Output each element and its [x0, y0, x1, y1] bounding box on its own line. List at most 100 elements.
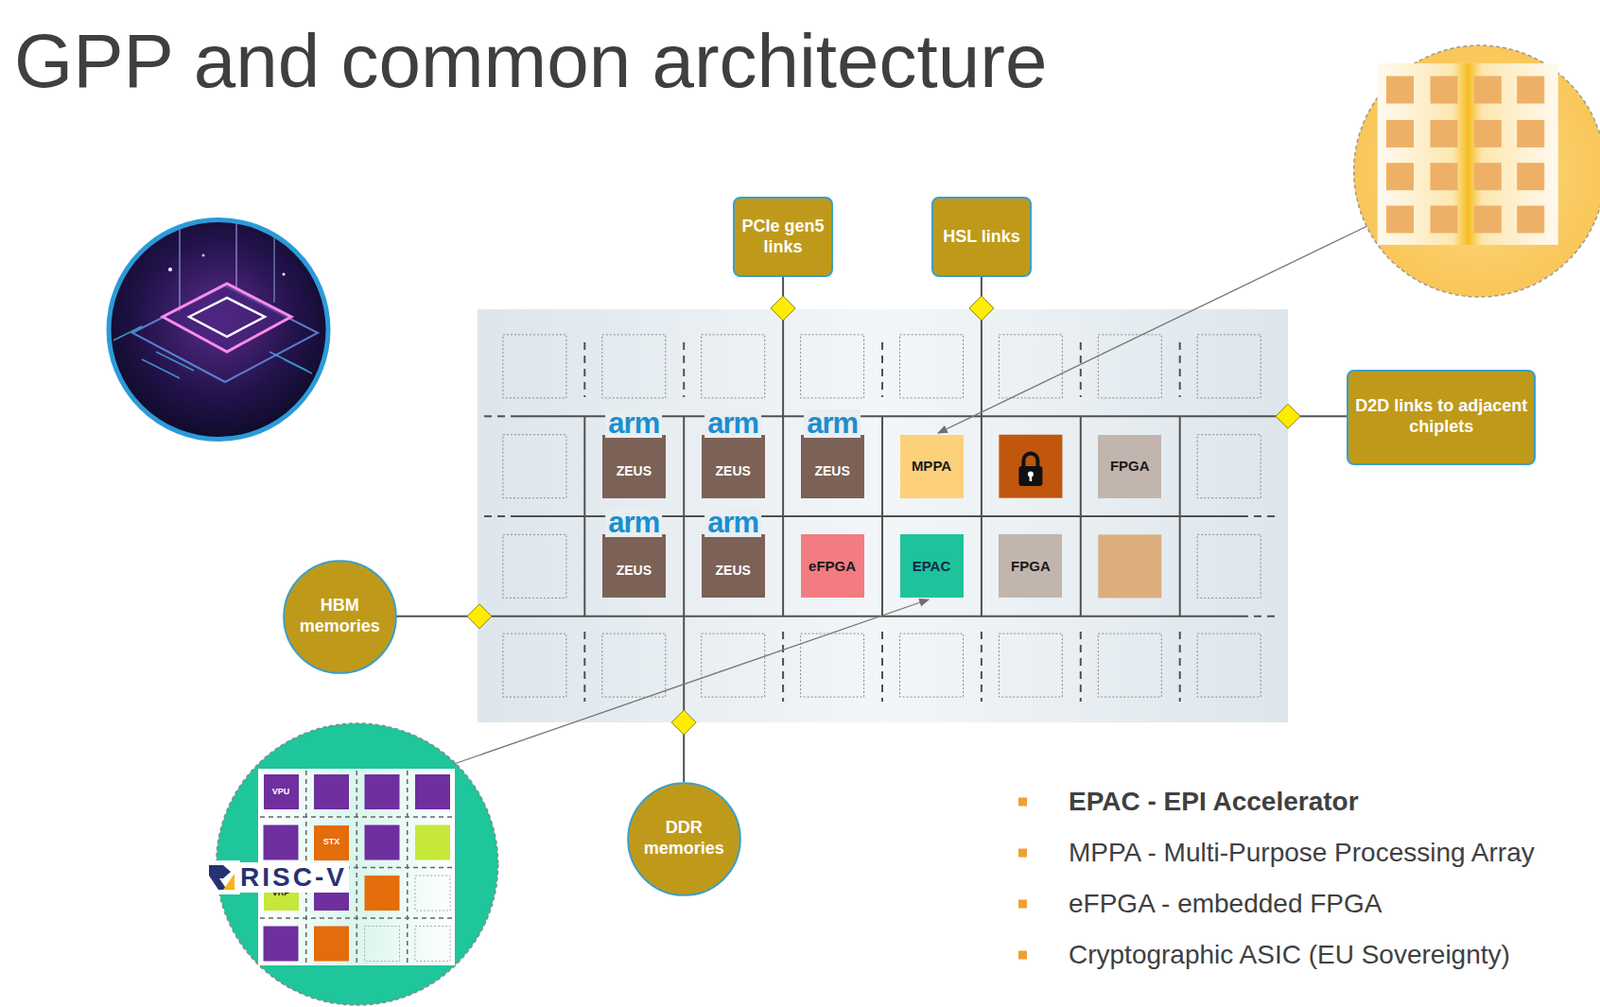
bullet-square: [1018, 951, 1027, 960]
node-text: PCIe gen5 links: [740, 216, 826, 259]
grid-wire: [682, 416, 685, 723]
port-diamond: [1275, 403, 1301, 429]
zeus-core-tile: armZEUS: [701, 434, 766, 499]
arm-logo-text: arm: [704, 409, 762, 438]
node-text: FPGA: [1110, 457, 1150, 475]
leader-line: [453, 599, 929, 765]
empty-slot: [503, 334, 567, 399]
stx-cell: [365, 875, 400, 911]
empty-slot: [900, 633, 964, 697]
grid-stub: [484, 415, 507, 418]
node-text: ZEUS: [715, 562, 751, 579]
noc-grid: [479, 308, 1288, 723]
node-text: ZEUS: [814, 463, 850, 480]
empty-slot: [800, 633, 865, 697]
grid-stub: [484, 515, 507, 518]
mppa-cell: [1474, 206, 1502, 234]
mppa-cells: [1386, 76, 1545, 234]
crypto-asic-tile: [998, 434, 1062, 499]
zoom-circle: [1354, 45, 1600, 297]
node-text: HSL links: [942, 226, 1021, 248]
spare-tile: [1097, 534, 1162, 598]
grid-stub: [1253, 615, 1281, 618]
light-beam: [235, 222, 238, 289]
node-text: MPPA: [911, 457, 952, 475]
mppa-cell: [1516, 162, 1545, 191]
empty-slot: [900, 334, 964, 399]
vpu-cell: [263, 825, 299, 861]
circle-shape: [627, 782, 741, 896]
mppa-cell: [1516, 120, 1545, 148]
node-text: D2D links to adjacent chiplets: [1354, 396, 1529, 438]
grid-stub: [1253, 515, 1281, 518]
stx-tile: STX: [313, 825, 349, 861]
grid-stub: [1179, 342, 1182, 398]
zeus-core-tile: armZEUS: [701, 534, 766, 598]
vpu-cell: [415, 774, 451, 810]
port-diamond: [770, 295, 796, 321]
empty-slot: [1197, 534, 1261, 598]
noc-grid-stubs: [484, 342, 1281, 702]
bullets: [1018, 798, 1027, 960]
vpu-tile: VPU: [263, 774, 299, 810]
grid-stub: [682, 342, 685, 398]
mppa-tile: MPPA: [900, 434, 964, 499]
spark: [282, 273, 286, 277]
link-box: PCIe gen5 links: [732, 196, 834, 278]
zeus-core-tile: armZEUS: [602, 434, 666, 499]
bullet-text: MPPA - Multi-Purpose Processing Array: [1068, 836, 1535, 870]
mppa-cell: [1386, 120, 1414, 148]
port-diamonds: [467, 295, 1301, 735]
light-beam: [273, 236, 276, 303]
spark: [202, 254, 206, 258]
empty-slot: [701, 334, 766, 399]
port-diamond: [467, 604, 492, 629]
vpu-cell: [365, 774, 400, 810]
stx-cell: [313, 926, 349, 962]
empty-slot: [1097, 633, 1162, 697]
memory-circle: HBM memories: [282, 559, 398, 675]
bullet-square: [1018, 849, 1027, 858]
empty-slot: [503, 434, 567, 499]
node-text: DDR memories: [637, 817, 731, 860]
crypto-tile: [998, 434, 1062, 499]
node-text: ZEUS: [616, 562, 652, 579]
empty-slot: [1197, 434, 1261, 499]
vpu-cell: [365, 825, 400, 861]
zeus-core-tile: armZEUS: [602, 534, 666, 598]
lock-shackle: [1023, 453, 1038, 469]
grid-stub: [260, 917, 453, 920]
grid-stub: [1179, 631, 1182, 702]
empty-slot: [1097, 334, 1162, 399]
node-text: HBM memories: [293, 595, 387, 638]
port-diamond: [671, 710, 696, 735]
zeus-core-tile: armZEUS: [800, 434, 865, 499]
grid-stub: [881, 631, 884, 702]
empty-cell: [415, 875, 451, 911]
link-box: D2D links to adjacent chiplets: [1346, 369, 1536, 466]
vrp-cell: [415, 825, 451, 861]
fpga-tile: FPGA: [998, 534, 1062, 598]
arm-logo-text: arm: [803, 409, 861, 438]
bullet-square: [1018, 798, 1027, 807]
external-wires: [396, 277, 1348, 783]
mppa-cell: [1516, 76, 1545, 105]
mppa-cell: [1516, 206, 1545, 234]
grid-wire: [479, 615, 1249, 618]
mppa-cell: [1474, 120, 1502, 148]
arm-logo-text: arm: [605, 409, 662, 438]
grid-stub: [881, 342, 884, 398]
node-text: EPAC: [912, 557, 952, 575]
arm-logo-text: arm: [704, 508, 762, 538]
empty-slot: [1197, 633, 1261, 697]
empty-slot: [503, 633, 567, 697]
mppa-cell: [1386, 162, 1414, 191]
node-text: eFPGA: [808, 557, 856, 575]
empty-slot: [1197, 334, 1261, 399]
bullet-text: EPAC - EPI Accelerator: [1068, 785, 1359, 818]
mppa-cell: [1430, 162, 1459, 191]
grid-wire: [980, 308, 983, 617]
memory-circle: DDR memories: [626, 782, 742, 897]
illustration-disc: [108, 220, 329, 440]
